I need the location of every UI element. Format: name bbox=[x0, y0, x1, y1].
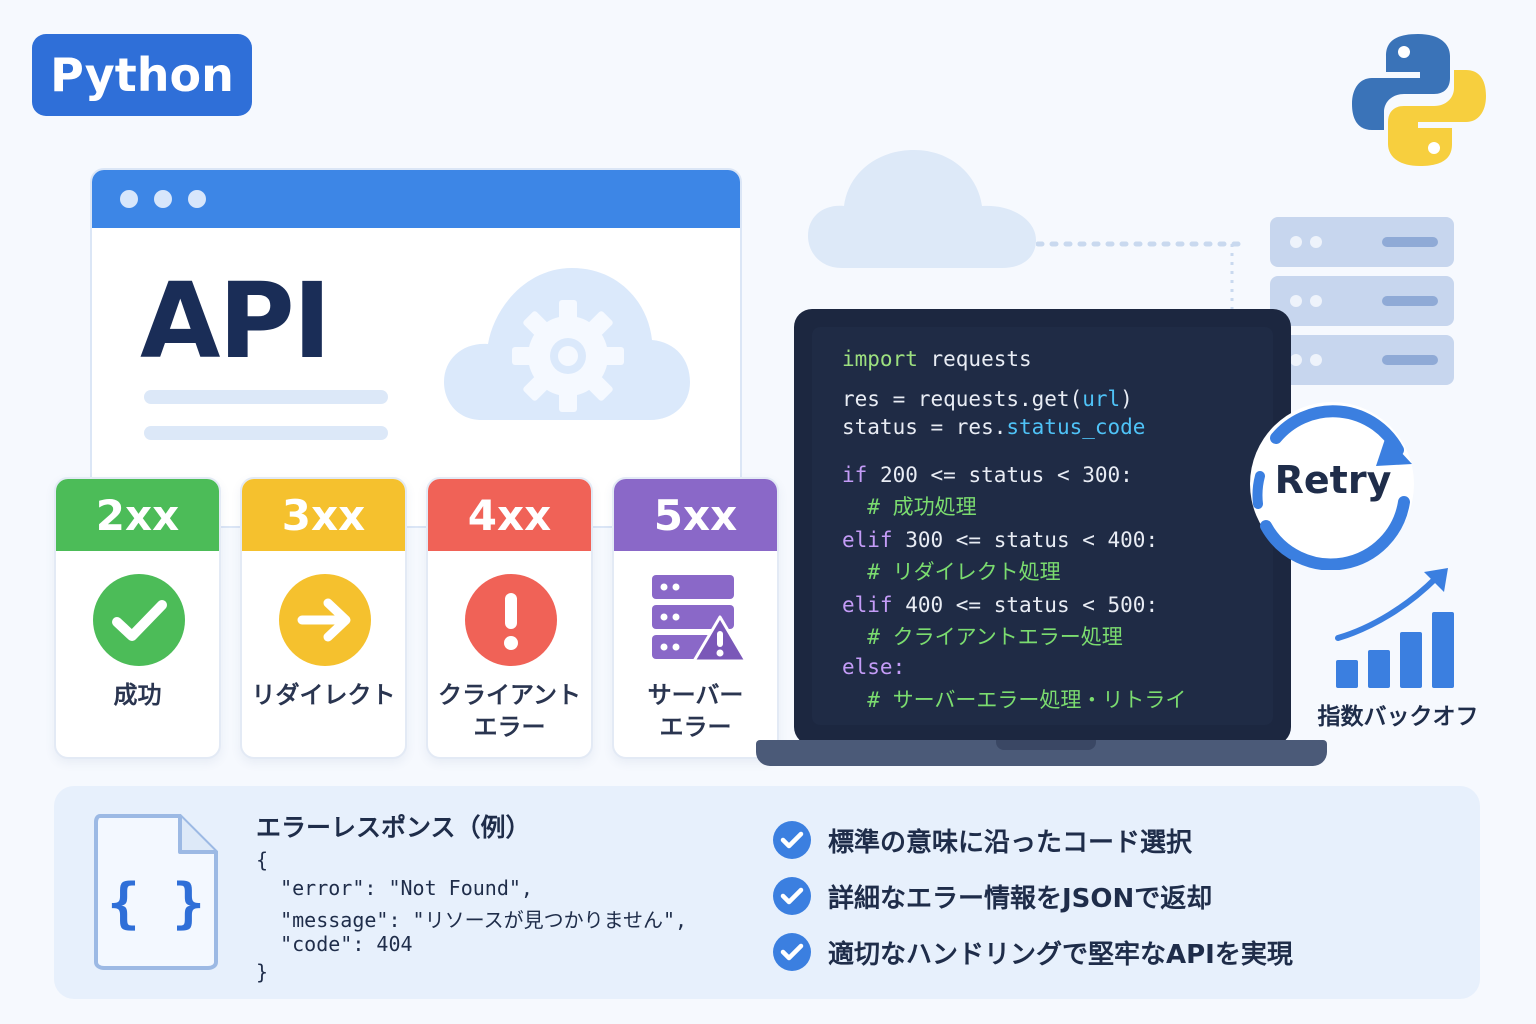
checklist-text: 標準の意味に沿ったコード選択 bbox=[828, 827, 1193, 858]
check-circle-icon bbox=[773, 933, 811, 971]
status-card-5xx: 5xx サーバー エラー bbox=[612, 477, 779, 759]
laptop-notch bbox=[996, 740, 1096, 750]
connection-dots bbox=[1036, 241, 1249, 316]
cloud-icon bbox=[808, 150, 1036, 268]
status-code-label: 5xx bbox=[614, 479, 777, 551]
json-line: "error": "Not Found", bbox=[256, 876, 533, 900]
code-comment: # 成功処理 bbox=[842, 495, 977, 519]
browser-titlebar bbox=[92, 170, 740, 228]
python-logo-icon bbox=[1352, 34, 1486, 166]
status-code-label: 4xx bbox=[428, 479, 591, 551]
code-line: elif 300 <= status < 400: bbox=[842, 528, 1159, 552]
server-unit bbox=[1270, 335, 1454, 385]
check-circle-icon bbox=[773, 877, 811, 915]
json-line: { bbox=[256, 848, 269, 872]
window-dot bbox=[154, 190, 172, 208]
cloud-gear-icon bbox=[444, 268, 690, 420]
code-comment: # リダイレクト処理 bbox=[842, 560, 1061, 584]
backoff-label: 指数バックオフ bbox=[1317, 704, 1479, 730]
json-file-icon: { } bbox=[94, 814, 218, 970]
check-circle-icon bbox=[773, 821, 811, 859]
checklist-text: 適切なハンドリングで堅牢なAPIを実現 bbox=[828, 939, 1293, 970]
server-unit bbox=[1270, 276, 1454, 326]
checklist-text: 詳細なエラー情報をJSONで返却 bbox=[828, 883, 1213, 914]
status-label: リダイレクト bbox=[251, 681, 396, 709]
retry-cycle-icon bbox=[1250, 402, 1414, 570]
code-line: elif 400 <= status < 500: bbox=[842, 593, 1159, 617]
browser-window: API bbox=[90, 168, 742, 528]
code-comment: # クライアントエラー処理 bbox=[842, 625, 1123, 649]
json-line: } bbox=[256, 960, 269, 984]
python-badge: Python bbox=[32, 34, 252, 116]
code-line: import requests bbox=[842, 347, 1032, 371]
status-code-label: 2xx bbox=[56, 479, 219, 551]
status-label: 成功 bbox=[113, 681, 162, 709]
check-icon bbox=[93, 574, 185, 666]
bottom-panel bbox=[54, 786, 1480, 999]
json-line: "code": 404 bbox=[256, 932, 413, 956]
json-line: "message": "リソースが見つかりません", bbox=[256, 908, 688, 932]
status-label: サーバー エラー bbox=[647, 681, 744, 741]
svg-text:{ }: { } bbox=[107, 872, 205, 935]
checklist-item: 標準の意味に沿ったコード選択 bbox=[772, 820, 1192, 860]
code-comment: # サーバーエラー処理・リトライ bbox=[842, 688, 1187, 712]
code-line: res = requests.get(url) bbox=[842, 387, 1133, 411]
backoff-chart-icon bbox=[1335, 568, 1454, 688]
code-editor: import requests res = requests.get(url) … bbox=[812, 327, 1273, 725]
code-line: if 200 <= status < 300: bbox=[842, 463, 1133, 487]
checklist-item: 詳細なエラー情報をJSONで返却 bbox=[772, 876, 1212, 916]
status-card-3xx: 3xx リダイレクト bbox=[240, 477, 407, 759]
arrow-right-icon bbox=[279, 574, 371, 666]
status-code-label: 3xx bbox=[242, 479, 405, 551]
code-line: status = res.status_code bbox=[842, 415, 1146, 439]
exclamation-icon bbox=[465, 574, 557, 666]
status-card-2xx: 2xx 成功 bbox=[54, 477, 221, 759]
status-label: クライアント エラー bbox=[437, 681, 582, 741]
server-unit bbox=[1270, 217, 1454, 267]
placeholder-line bbox=[144, 426, 388, 440]
status-card-4xx: 4xx クライアント エラー bbox=[426, 477, 593, 759]
code-line: else: bbox=[842, 655, 906, 679]
error-response-title: エラーレスポンス（例） bbox=[256, 813, 531, 842]
placeholder-line bbox=[144, 390, 388, 404]
api-title: API bbox=[140, 260, 331, 382]
laptop-screen: import requests res = requests.get(url) … bbox=[794, 309, 1291, 745]
checklist-item: 適切なハンドリングで堅牢なAPIを実現 bbox=[772, 932, 1293, 972]
window-dot bbox=[120, 190, 138, 208]
server-warning-icon bbox=[652, 575, 748, 663]
retry-label: Retry bbox=[1274, 458, 1392, 502]
window-dot bbox=[188, 190, 206, 208]
